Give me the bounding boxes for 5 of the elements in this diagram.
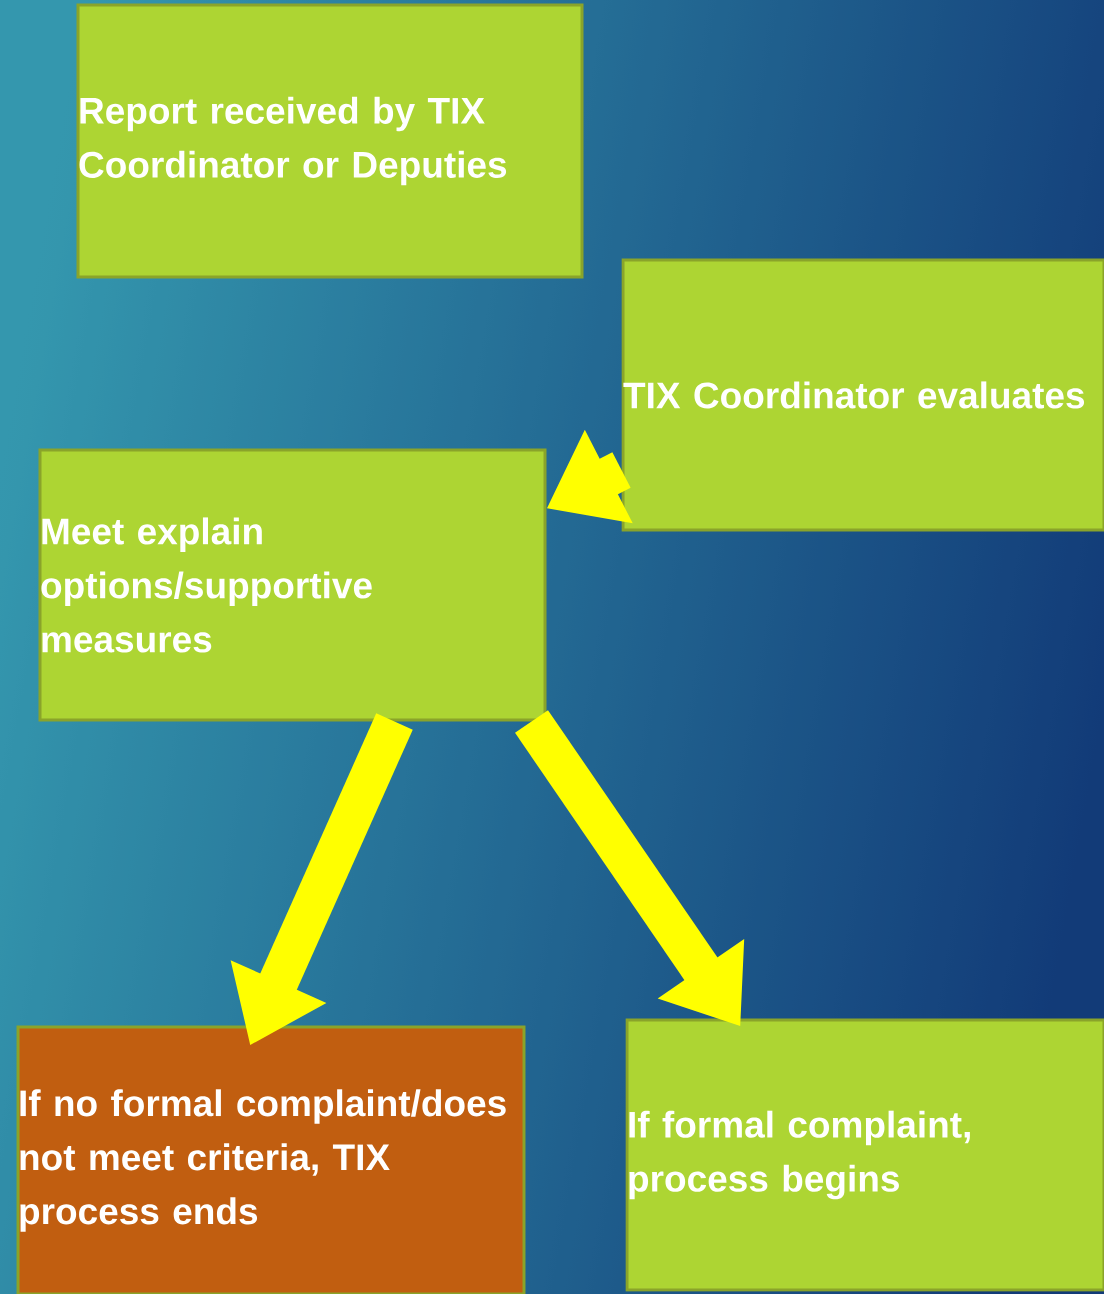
process-box: Meet explain options/supportive measures <box>38 448 547 722</box>
process-box: Report received by TIX Coordinator or Deputies <box>76 3 584 279</box>
process-box: TIX Coordinator evaluates <box>621 258 1104 532</box>
process-box: If no formal complaint/does not meet criteria, TIX process ends <box>16 1025 526 1294</box>
process-box: If formal complaint, process begins <box>625 1018 1104 1292</box>
